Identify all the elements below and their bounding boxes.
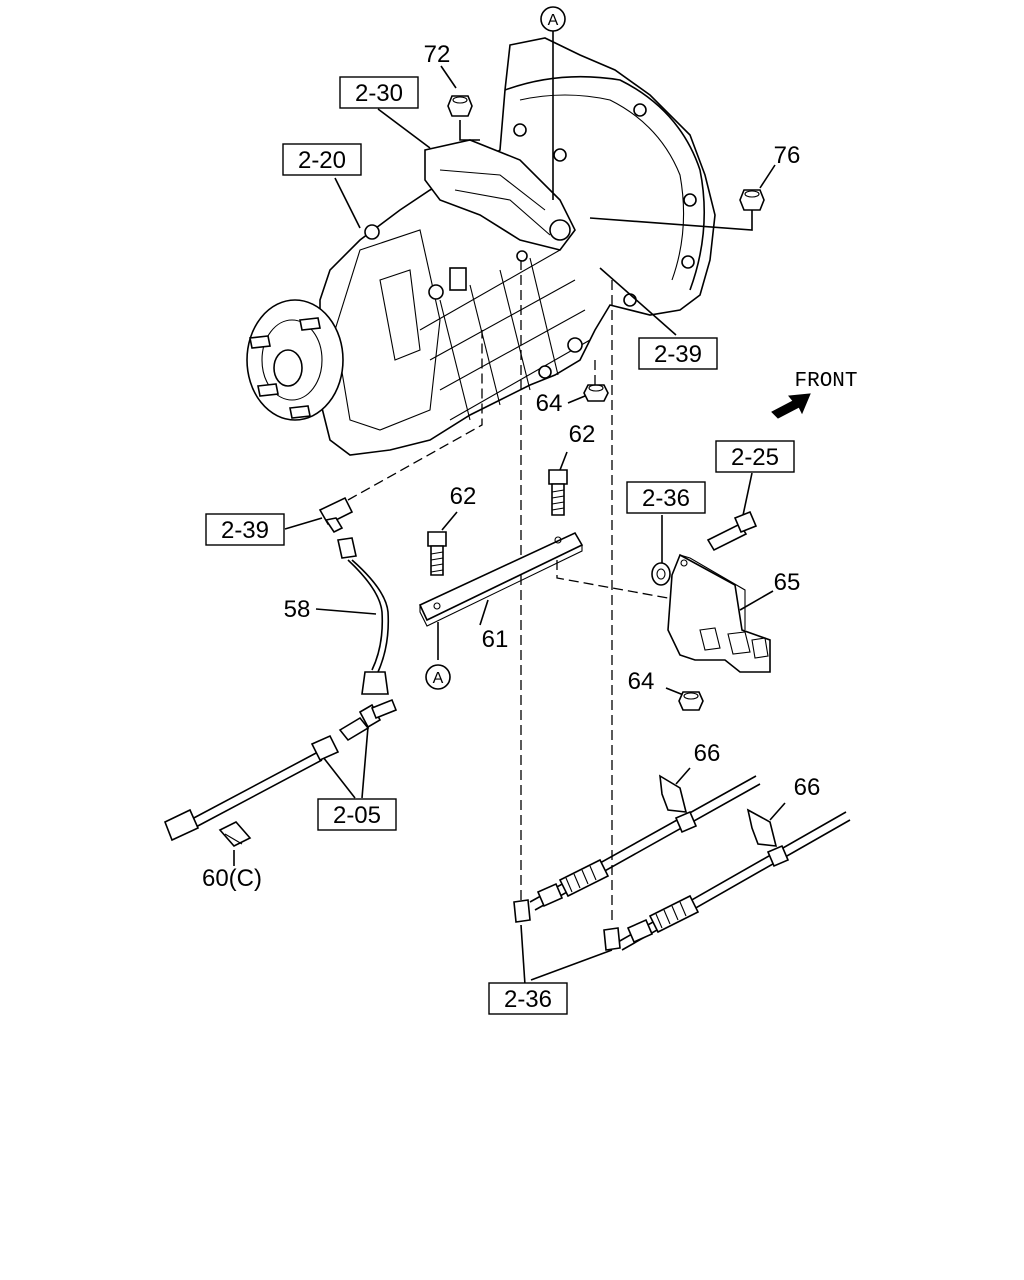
part-number-62-left: 62 [450,483,477,510]
part-number-66-left: 66 [694,740,721,767]
ref-box-2-25: 2-25 [715,440,795,473]
collar-2-36 [651,562,671,586]
part-number-62-right: 62 [569,421,596,448]
nut-64-top [583,384,609,402]
ref-label-2-36-mid: 2-36 [642,485,690,512]
part-number-65: 65 [774,569,801,596]
part-number-64-bottom: 64 [628,668,655,695]
part-number-64-top: 64 [536,390,563,417]
ref-label-2-39-left: 2-39 [221,517,269,544]
front-arrow-icon [771,393,811,419]
nut-64-bottom [678,691,704,711]
harness-58 [337,537,390,695]
case-ribs [419,249,591,421]
nut-72 [447,95,473,117]
bolt-boss [683,193,697,207]
ref-box-2-20: 2-20 [282,143,362,176]
bolt-boss [633,103,647,117]
marker-a-bottom: A [425,664,451,690]
transmission-assembly [246,37,716,456]
switch-fitting [449,267,467,291]
ref-box-2-36-mid: 2-36 [626,481,706,514]
cable-left [513,775,761,923]
ref-box-2-39-left: 2-39 [205,513,285,546]
clip-60c [218,821,252,847]
bracket-65 [667,553,771,673]
front-label: FRONT [794,370,857,393]
bolt-62-left [427,531,447,576]
ref-label-2-25: 2-25 [731,444,779,471]
marker-a-top: A [540,6,566,32]
part-number-76: 76 [774,142,801,169]
marker-a-bottom-label: A [433,670,444,687]
ref-box-2-30: 2-30 [339,76,419,109]
part-number-66-right: 66 [794,774,821,801]
connector-2-05 [163,698,398,842]
ref-label-2-20: 2-20 [298,147,346,174]
ref-box-2-05: 2-05 [317,798,397,831]
stud-2-25 [706,510,758,552]
ref-box-2-39-top: 2-39 [638,337,718,370]
ref-label-2-30: 2-30 [355,80,403,107]
connector-2-39 [318,496,354,534]
ref-label-2-39-top: 2-39 [654,341,702,368]
clip-66-right [746,808,778,847]
bolt-62-right [548,469,568,516]
part-number-61: 61 [482,626,509,653]
ref-label-2-05: 2-05 [333,802,381,829]
ref-box-2-36-bottom: 2-36 [488,982,568,1015]
bolt-boss [513,123,527,137]
cable-right [603,811,851,951]
part-number-60c: 60(C) [202,865,262,892]
bolt-boss [681,255,695,269]
leader-lines [233,31,786,986]
part-number-58: 58 [284,596,311,623]
bolt-boss [623,293,637,307]
clip-66-left [659,774,688,813]
nut-76 [739,189,765,211]
ref-label-2-36-bottom: 2-36 [504,986,552,1013]
bolt-boss [553,148,567,162]
part-number-72: 72 [424,41,451,68]
plate-61 [418,531,584,627]
marker-a-top-label: A [548,12,559,29]
